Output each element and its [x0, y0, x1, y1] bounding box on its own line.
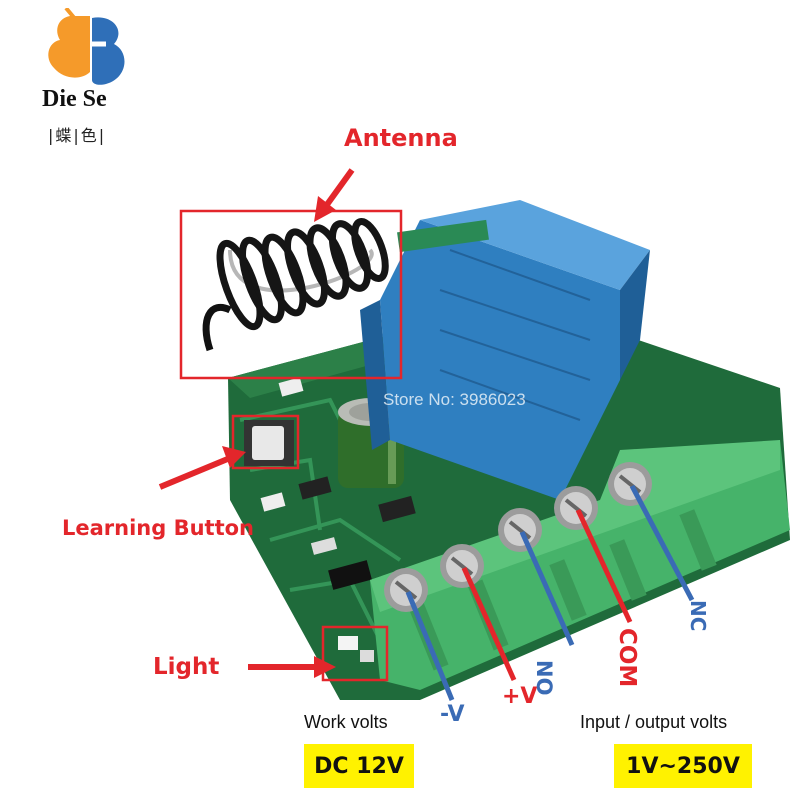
io-volts-badge: 1V~250V — [614, 744, 752, 788]
antenna-coil — [202, 218, 489, 352]
led-light — [338, 636, 374, 662]
work-volts-badge: DC 12V — [304, 744, 414, 788]
antenna-box — [179, 209, 403, 380]
brand-logo — [30, 6, 140, 148]
light-box — [321, 625, 389, 682]
terminal-com-label: COM — [614, 628, 640, 688]
brand-name: Die Se — [42, 86, 107, 112]
store-watermark: Store No: 3986023 — [383, 390, 526, 409]
terminal-neg-v-label: -V — [440, 702, 465, 727]
light-label: Light — [153, 654, 220, 680]
callout-boxes — [179, 209, 403, 682]
work-volts-title: Work volts — [304, 712, 388, 732]
learning-button-box — [231, 414, 300, 470]
terminal-screws — [384, 462, 652, 612]
learning-button-part — [244, 420, 294, 466]
terminal-pos-v-label: +V — [502, 684, 538, 709]
terminal-no-label: NO — [532, 660, 556, 696]
learning-button-label: Learning Button — [62, 516, 255, 540]
callout-arrows — [158, 168, 355, 678]
terminal-leader-lines — [405, 484, 695, 701]
io-volts-title: Input / output volts — [580, 712, 728, 732]
smd-components — [260, 377, 416, 590]
brand-chinese-name: |蝶|色| — [48, 126, 107, 145]
antenna-label: Antenna — [344, 124, 458, 152]
butterfly-b-logo-icon — [48, 6, 125, 85]
terminal-nc-label: NC — [686, 600, 710, 632]
